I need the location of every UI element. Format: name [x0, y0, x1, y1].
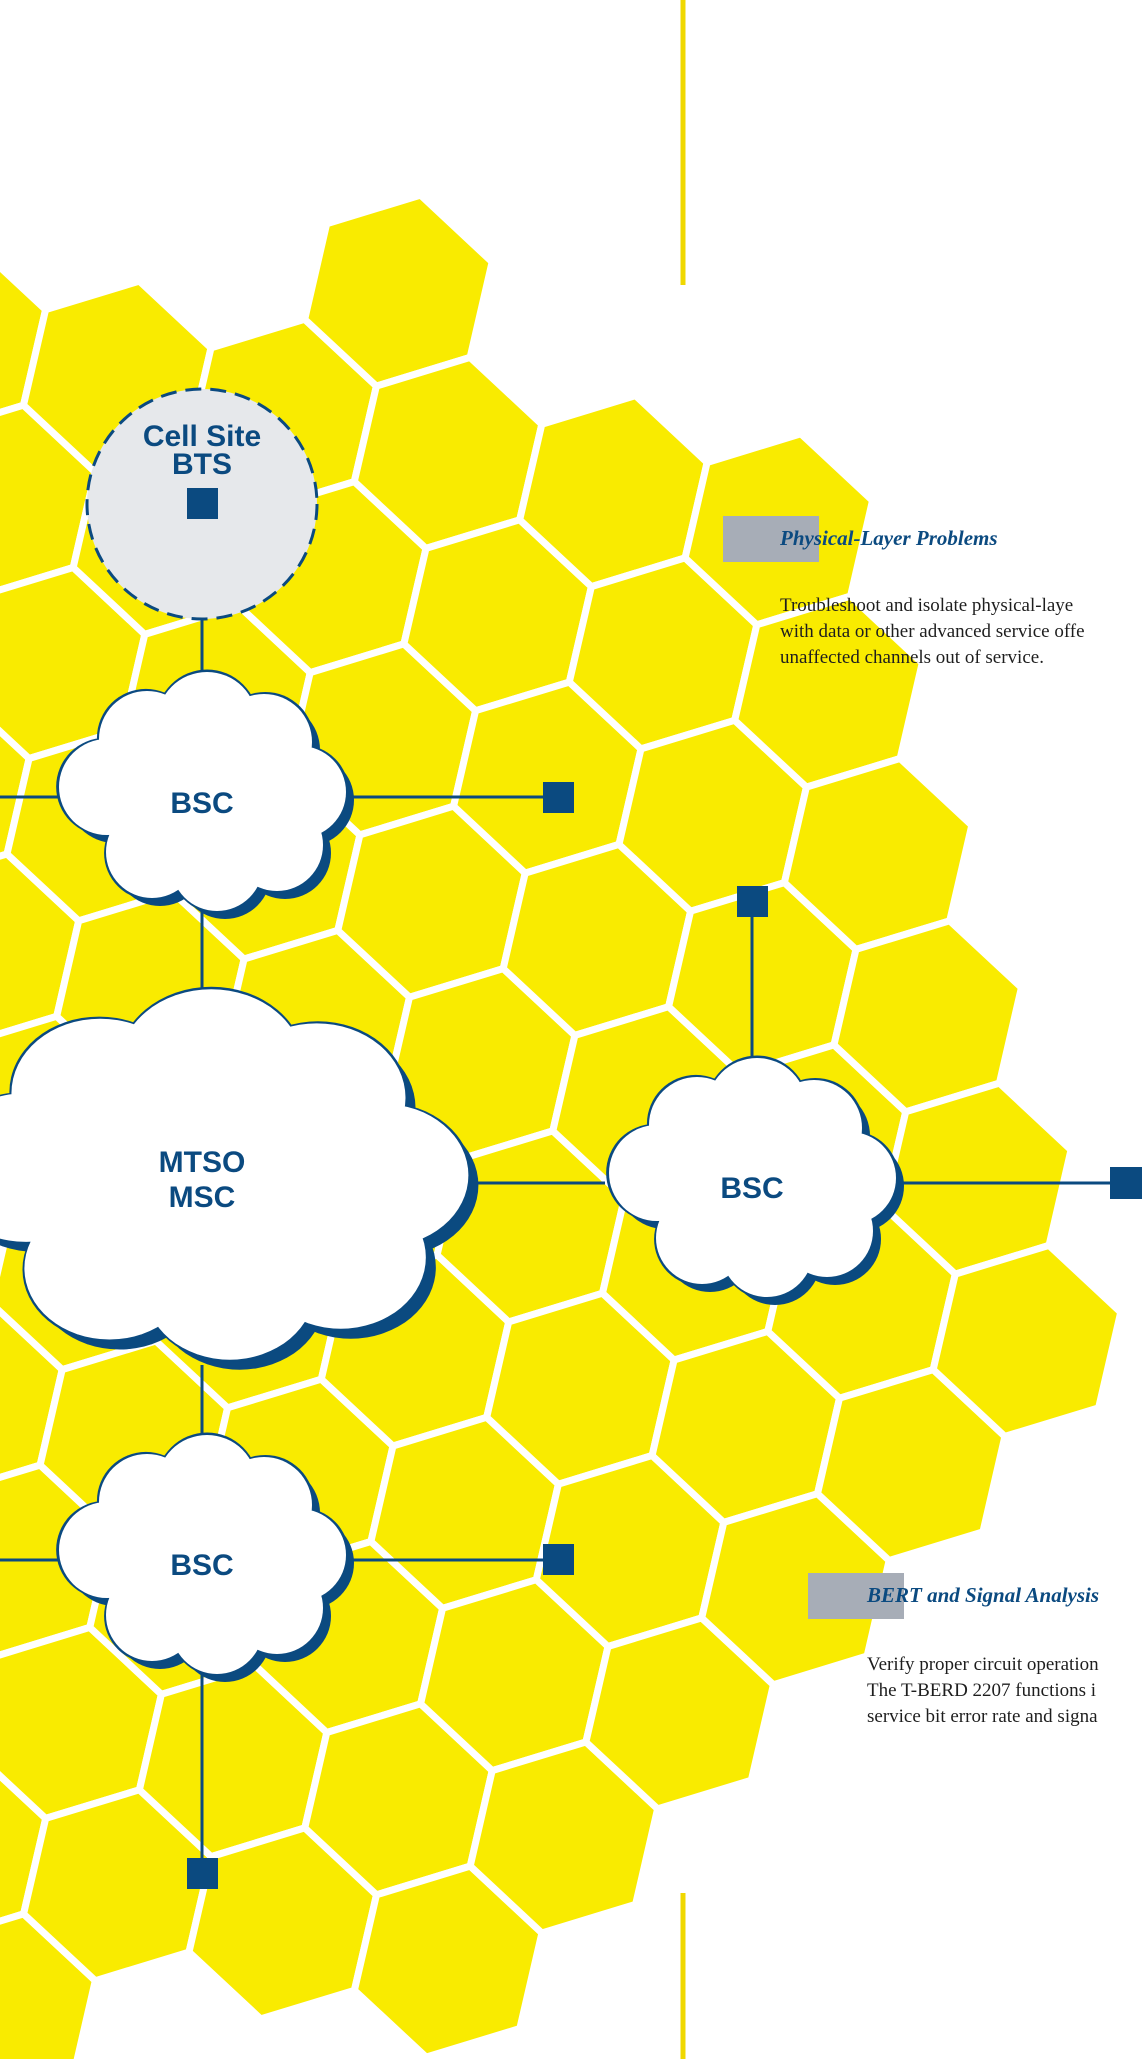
- access-point-bts: [187, 488, 218, 519]
- access-point-bsc-bottom: [543, 1544, 574, 1575]
- bsc-bottom-label: BSC: [170, 1549, 233, 1582]
- access-point-bsc-top: [543, 782, 574, 813]
- callout-heading: Physical-Layer Problems: [780, 526, 998, 550]
- callout-physical-layer: Physical-Layer Problems Troubleshoot and…: [723, 516, 1142, 676]
- callout-bert-signal: BERT and Signal Analysis Verify proper c…: [808, 1573, 1142, 1733]
- access-point-bsc-right-out: [1110, 1167, 1142, 1199]
- cell-site-label: Cell Site: [143, 420, 261, 453]
- msc-label: MSC: [169, 1181, 236, 1214]
- callout-tab: [723, 516, 819, 562]
- bts-label: BTS: [172, 448, 232, 481]
- mtso-label: MTSO: [159, 1146, 246, 1179]
- callout-body: Troubleshoot and isolate physical-laye w…: [780, 595, 1085, 668]
- access-point-bottom: [187, 1858, 218, 1889]
- callout-tab: [808, 1573, 904, 1619]
- bsc-right-label: BSC: [720, 1172, 783, 1205]
- access-point-bsc-right-up: [737, 886, 768, 917]
- bsc-bottom-node: BSC: [56, 1432, 354, 1682]
- test-access-points: [187, 488, 1142, 1889]
- callout-heading: BERT and Signal Analysis: [867, 1583, 1100, 1607]
- mtso-node: MTSO MSC: [0, 986, 479, 1370]
- bsc-top-node: BSC: [56, 669, 354, 919]
- cell-hexagon: [929, 1241, 1125, 1440]
- bsc-top-label: BSC: [170, 787, 233, 820]
- bsc-right-node: BSC: [606, 1055, 904, 1305]
- callout-body: Verify proper circuit operation The T-BE…: [867, 1654, 1099, 1727]
